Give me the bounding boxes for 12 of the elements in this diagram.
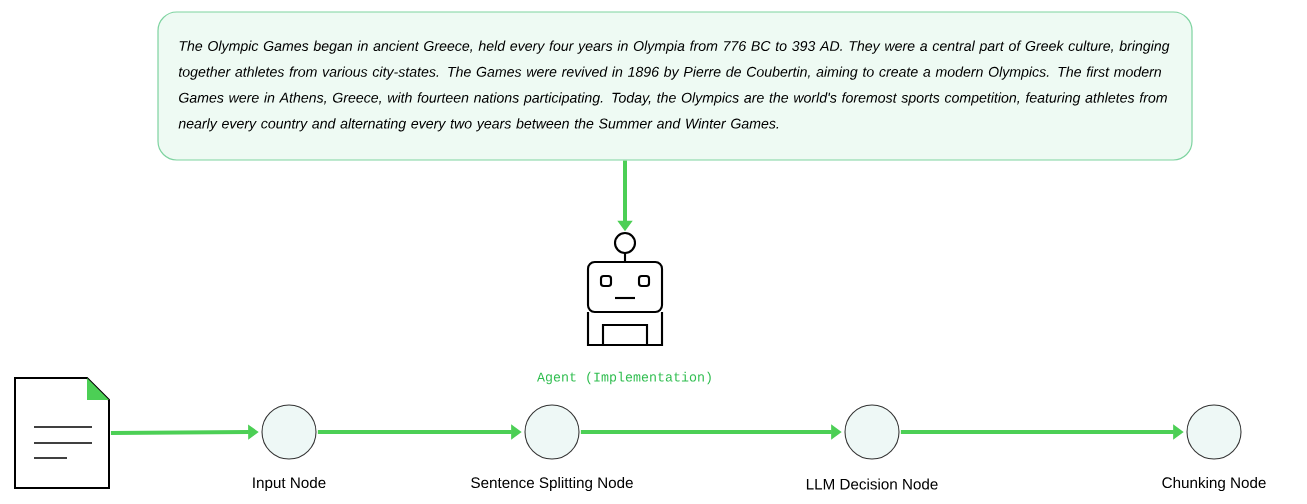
node-label: Chunking Node [1162,476,1266,492]
document-icon [14,377,110,489]
text-box: The Olympic Games began in ancient Greece, held every four years in Olympia from 776 BC to 393 AD. They were a central part of Greek culture, bringing together athletes from various city-states. The Games were revived in 1896 by Pierre de Coubertin, aiming to create a modern Olympics. The first modern Games were in Athens, Greece, with fourteen nations participating. Today, the Olympics are the world's foremost sports competition, featuring athletes from nearly every country and alternating every two years between the Summer and Winter Games. [157,11,1193,161]
node-label: Agent (Implementation) [537,371,711,385]
node-circle [524,404,580,460]
robot-icon [586,231,664,347]
node-circle [1186,404,1242,460]
node-circle [261,404,317,460]
node-label: LLM Decision Node [806,478,938,490]
node-label: Input Node [253,476,326,492]
node-circle [844,404,900,460]
node-label: Sentence Splitting Node [471,476,633,492]
